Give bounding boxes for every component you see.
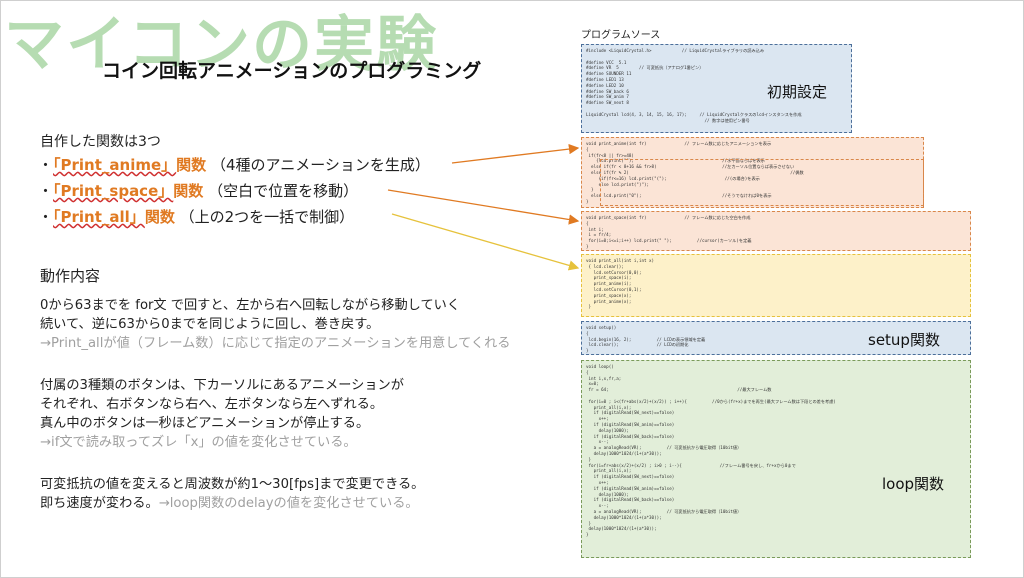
- bullet: ・: [38, 156, 54, 174]
- function-item-print-anime: ・「Print_anime」関数 （4種のアニメーションを生成）: [38, 154, 430, 175]
- setup-label: setup関数: [868, 331, 940, 349]
- code-block-loop: void loop() { int i,x,fr,a; x=0; fr = 64…: [581, 360, 971, 558]
- para-text: 即ち速度が変わる。: [40, 496, 159, 511]
- code-text: void loop() { int i,x,fr,a; x=0; fr = 64…: [586, 364, 836, 538]
- slide-title: マイコンの実験: [4, 10, 438, 80]
- bullet: ・: [38, 182, 54, 200]
- function-desc: （空白で位置を移動）: [208, 182, 359, 200]
- code-block-init: #include <LiquidCrystal.h> // LiquidCrys…: [581, 44, 852, 133]
- function-keyword: 関数: [144, 208, 175, 226]
- code-block-setup: void setup() { lcd.begin(16, 2); // LCDの…: [581, 321, 971, 355]
- para-line: 0から63までを for文 で回すと、左から右へ回転しながら移動していく: [40, 298, 461, 313]
- code-block-inner-border: [600, 159, 924, 206]
- para-line: 可変抵抗の値を変えると周波数が約1～30[fps]まで変更できる。: [40, 477, 425, 492]
- function-name: 「Print_anime」: [53, 156, 177, 174]
- bullet: ・: [38, 208, 54, 226]
- para-note: →loop関数のdelayの値を変化させている。: [158, 496, 419, 511]
- para-note: →Print_allが値（フレーム数）に応じて指定のアニメーションを用意してくれ…: [40, 336, 511, 351]
- code-text: #include <LiquidCrystal.h> // LiquidCrys…: [586, 48, 802, 123]
- para-line: 続いて、逆に63から0までを同じように回し、巻き戻す。: [40, 317, 380, 332]
- function-desc: （4種のアニメーションを生成）: [210, 156, 430, 174]
- para-line: それぞれ、右ボタンなら右へ、左ボタンなら左へずれる。: [40, 397, 384, 412]
- function-desc: （上の2つを一括で制御）: [179, 208, 355, 226]
- function-name: 「Print_all」: [53, 208, 145, 226]
- code-block-print-anime: void print_anime(int fr) // フレーム数に応じたアニメ…: [581, 137, 924, 208]
- code-text: void print_space(int fr) // フレーム数に応じた空白を…: [586, 215, 752, 249]
- operation-paragraph-2: 付属の3種類のボタンは、下カーソルにあるアニメーションが それぞれ、右ボタンなら…: [40, 376, 404, 452]
- code-block-print-space: void print_space(int fr) // フレーム数に応じた空白を…: [581, 211, 971, 251]
- para-line: 真ん中のボタンは一秒ほどアニメーションが停止する。: [40, 416, 370, 431]
- function-name: 「Print_space」: [53, 182, 174, 200]
- code-text: void print_anime(int fr) // フレーム数に応じたアニメ…: [586, 141, 804, 204]
- para-note: →if文で読み取ってズレ「x」の値を変化させている。: [40, 435, 357, 450]
- code-text: void setup() { lcd.begin(16, 2); // LCDの…: [586, 325, 706, 354]
- function-item-print-all: ・「Print_all」関数 （上の2つを一括で制御）: [38, 206, 354, 227]
- source-label: プログラムソース: [581, 30, 661, 41]
- intro-text: 自作した関数は3つ: [40, 134, 161, 150]
- para-line-last: 即ち速度が変わる。→loop関数のdelayの値を変化させている。: [40, 494, 424, 513]
- function-keyword: 関数: [176, 156, 207, 174]
- code-text: void print_all(int i,int x) { lcd.clear(…: [586, 258, 655, 310]
- function-item-print-space: ・「Print_space」関数 （空白で位置を移動）: [38, 180, 358, 201]
- init-label: 初期設定: [767, 83, 828, 101]
- operation-paragraph-1: 0から63までを for文 で回すと、左から右へ回転しながら移動していく 続いて…: [40, 296, 510, 353]
- slide-subtitle: コイン回転アニメーションのプログラミング: [102, 60, 482, 82]
- function-keyword: 関数: [173, 182, 204, 200]
- para-line: 付属の3種類のボタンは、下カーソルにあるアニメーションが: [40, 378, 404, 393]
- loop-label: loop関数: [882, 475, 945, 493]
- code-block-print-all: void print_all(int i,int x) { lcd.clear(…: [581, 254, 971, 317]
- operation-heading: 動作内容: [40, 267, 101, 285]
- operation-paragraph-3: 可変抵抗の値を変えると周波数が約1～30[fps]まで変更できる。 即ち速度が変…: [40, 475, 424, 513]
